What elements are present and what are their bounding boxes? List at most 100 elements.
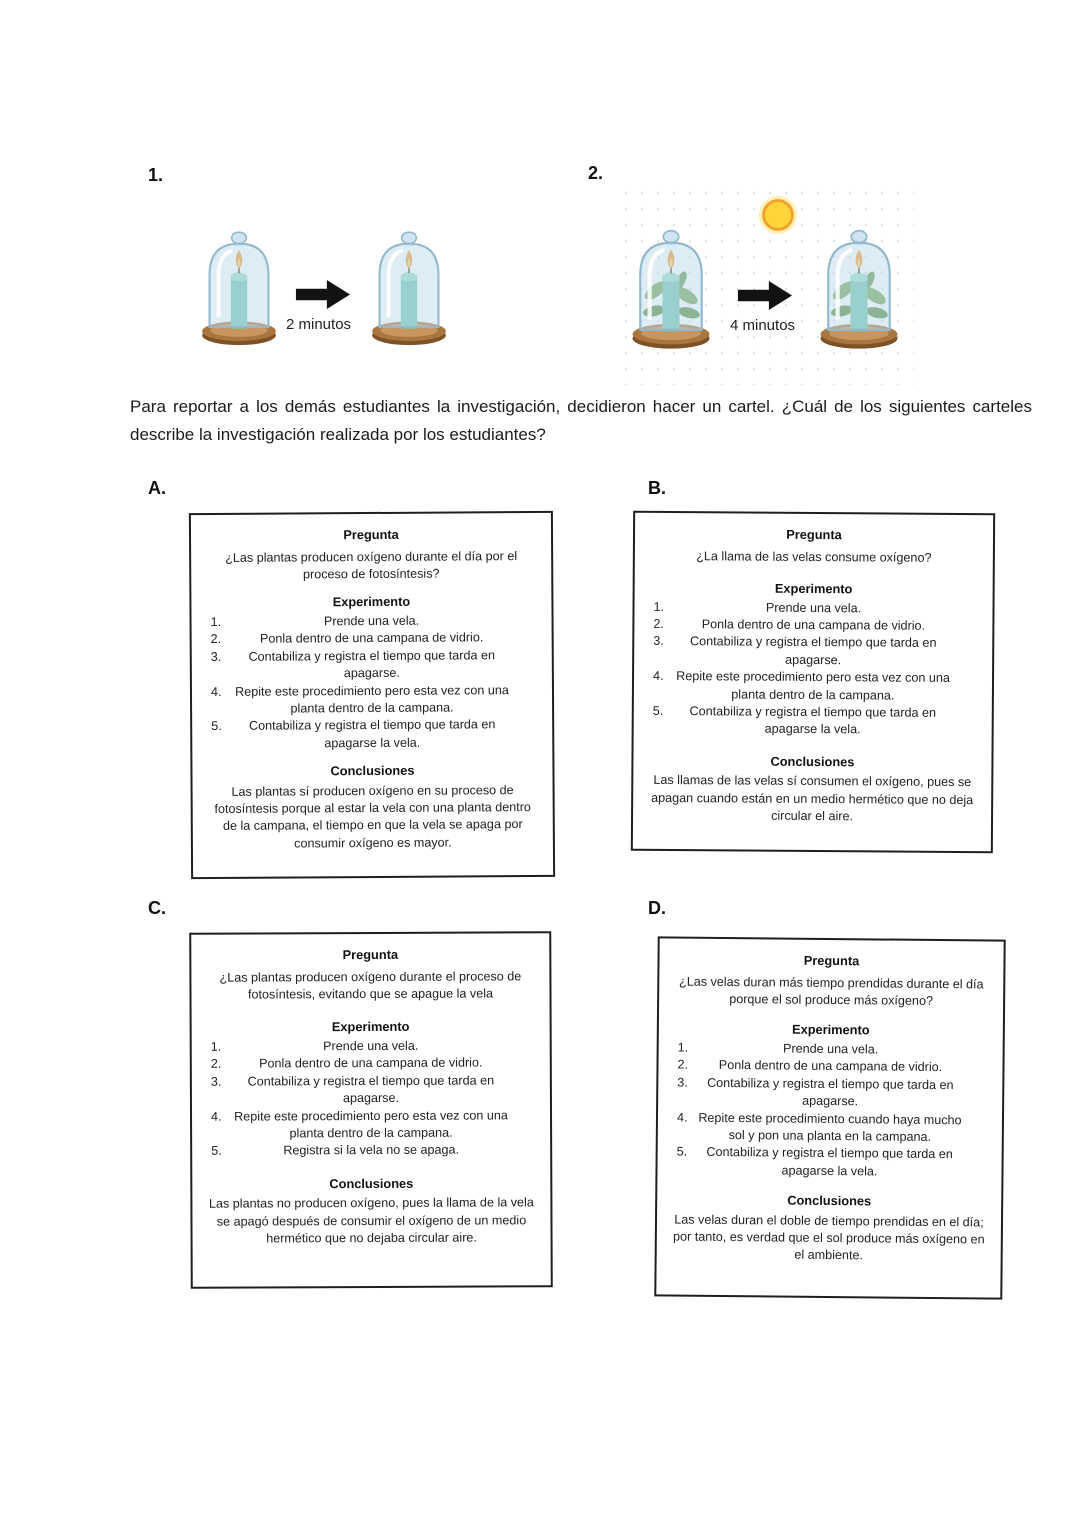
figure-1-illustration: 2 minutos [188, 198, 478, 388]
step-number: 1. [210, 1039, 222, 1054]
step-number: 4. [676, 1110, 688, 1125]
step-item: 1. Prende una vela. [208, 1037, 534, 1056]
pregunta-heading: Pregunta [342, 946, 399, 963]
step-item: 5. Contabiliza y registra el tiempo que t… [650, 703, 976, 740]
step-number: 2. [677, 1057, 689, 1073]
experiment-steps: 1. Prende una vela. 2. Ponla dentro de una… [208, 612, 537, 753]
option-b-letter: B. [648, 478, 666, 498]
experiment-steps: 1. Prende una vela. 2. Ponla dentro de una… [650, 599, 977, 740]
step-text: Contabiliza y registra el tiempo que tar… [248, 648, 496, 681]
step-item: 4. Repite este procedimiento cuando haya … [674, 1109, 986, 1147]
step-item: 2. Ponla dentro de una campana de vidrio. [208, 1055, 534, 1074]
step-number: 4. [210, 1109, 222, 1124]
poster-question: ¿Las plantas producen oxígeno durante el… [225, 548, 518, 582]
step-number: 3. [210, 649, 222, 664]
step-text: Repite este procedimiento pero esta vez … [676, 669, 950, 703]
step-number: 3. [677, 1075, 688, 1090]
option-a-letter: A. [148, 478, 166, 498]
sun-icon [754, 191, 802, 239]
bell-jar-candle-icon [194, 198, 284, 376]
step-text: Ponla dentro de una campana de vidrio. [701, 617, 926, 633]
step-number: 4. [210, 684, 222, 699]
pregunta-heading: Pregunta [786, 526, 842, 543]
experiment-steps: 1. Prende una vela. 2. Ponla dentro de una… [673, 1040, 986, 1182]
step-text: Ponla dentro de una campana de vidrio. [259, 630, 484, 647]
figure-2-illustration: 4 minutos [618, 185, 914, 385]
step-text: Prende una vela. [765, 600, 862, 616]
step-text: Contabiliza y registra el tiempo que tar… [690, 634, 937, 668]
figure-1-label: 1. [148, 165, 164, 185]
step-text: Prende una vela. [323, 613, 420, 629]
step-number: 1. [653, 599, 665, 614]
step-text: Contabiliza y registra el tiempo que tar… [689, 704, 937, 737]
step-item: 5. Contabiliza y registra el tiempo que t… [673, 1144, 985, 1182]
experimento-heading: Experimento [774, 580, 853, 597]
step-number: 2. [210, 632, 222, 647]
step-text: Prende una vela. [782, 1041, 879, 1057]
step-text: Repite este procedimiento pero esta vez … [235, 682, 509, 716]
step-number: 5. [211, 719, 222, 734]
step-item: 4. Repite este procedimiento pero esta ve… [208, 1107, 534, 1143]
step-text: Ponla dentro de una campana de vidrio. [718, 1058, 943, 1075]
conclusiones-heading: Conclusiones [770, 753, 855, 769]
step-number: 3. [210, 1074, 222, 1089]
figure-2-label: 2. [588, 163, 604, 183]
experiment-steps: 1. Prende una vela. 2. Ponla dentro de una… [208, 1037, 535, 1160]
step-item: 4.Repite este procedimiento pero esta ve… [650, 668, 976, 705]
step-text: Contabiliza y registra el tiempo que tar… [248, 717, 496, 750]
step-item: 3. Contabiliza y registra el tiempo que t… [208, 647, 536, 684]
conclusiones-heading: Conclusiones [330, 762, 415, 779]
step-item: 3. Contabiliza y registra el tiempo que t… [674, 1074, 986, 1112]
step-text: Contabiliza y registra el tiempo que tar… [707, 1075, 954, 1109]
poster-conclusion: Las llamas de las velas sí consumen el o… [651, 773, 974, 824]
figure-2-caption: 4 minutos [730, 317, 796, 334]
pregunta-heading: Pregunta [803, 952, 860, 969]
step-text: Repite este procedimiento pero esta vez … [234, 1107, 508, 1141]
poster-question: ¿Las velas duran más tiempo prendidas du… [678, 974, 984, 1009]
bell-jar-candle-icon [364, 198, 454, 376]
experimento-heading: Experimento [792, 1022, 870, 1038]
poster-option-a: Pregunta ¿Las plantas producen oxígeno d… [188, 510, 556, 880]
step-number: 5. [652, 703, 664, 718]
question-intro: Para reportar a los demás estudiantes la… [130, 397, 1032, 444]
poster-question: ¿Las plantas producen oxígeno durante el… [219, 968, 522, 1002]
step-text: Ponla dentro de una campana de vidrio. [259, 1055, 483, 1071]
poster-conclusion: Las plantas sí producen oxígeno en su pr… [214, 782, 531, 851]
step-item: 5. Registra si la vela no se apaga. [208, 1142, 534, 1161]
bell-jar-candle-plant-icon [624, 195, 718, 381]
step-text: Contabiliza y registra el tiempo que tar… [247, 1073, 495, 1106]
pregunta-heading: Pregunta [343, 526, 399, 543]
experimento-heading: Experimento [331, 1019, 410, 1035]
conclusiones-heading: Conclusiones [329, 1175, 414, 1191]
step-item: 4. Repite este procedimiento pero esta ve… [208, 682, 536, 719]
step-text: Repite este procedimiento cuando haya mu… [698, 1110, 962, 1144]
conclusiones-heading: Conclusiones [787, 1192, 872, 1209]
poster-option-b: Pregunta ¿La llama de las velas consume … [630, 510, 996, 854]
figure-1-caption: 2 minutos [286, 316, 352, 333]
step-text: Prende una vela. [323, 1038, 419, 1054]
step-item: 3.Contabiliza y registra el tiempo que t… [650, 633, 976, 670]
arrow-right-icon [294, 278, 352, 311]
step-item: 5. Contabiliza y registra el tiempo que t… [208, 716, 536, 753]
poster-option-d: Pregunta ¿Las velas duran más tiempo pre… [654, 936, 1006, 1300]
step-item: 2. Ponla dentro de una campana de vidrio. [650, 616, 976, 636]
experimento-heading: Experimento [332, 594, 411, 610]
step-item: 3. Contabiliza y registra el tiempo que t… [208, 1072, 534, 1108]
step-number: 5. [211, 1143, 222, 1159]
step-text: Registra si la vela no se apaga. [283, 1142, 460, 1158]
step-item: 1. Prende una vela. [650, 599, 976, 619]
step-number: 2. [210, 1057, 222, 1072]
arrow-right-icon [736, 279, 794, 312]
step-number: 2. [653, 616, 664, 632]
poster-option-c: Pregunta ¿Las plantas producen oxígeno d… [189, 931, 553, 1289]
step-number: 1. [677, 1040, 689, 1055]
step-text: Contabiliza y registra el tiempo que tar… [706, 1145, 953, 1179]
option-c-letter: C. [148, 898, 166, 918]
step-number: 1. [210, 614, 222, 630]
step-number: 5. [676, 1144, 688, 1159]
bell-jar-candle-plant-icon [812, 195, 906, 381]
option-d-letter: D. [648, 898, 666, 918]
poster-conclusion: Las plantas no producen oxígeno, pues la… [208, 1195, 534, 1246]
poster-conclusion: Las velas duran el doble de tiempo prend… [673, 1212, 985, 1263]
